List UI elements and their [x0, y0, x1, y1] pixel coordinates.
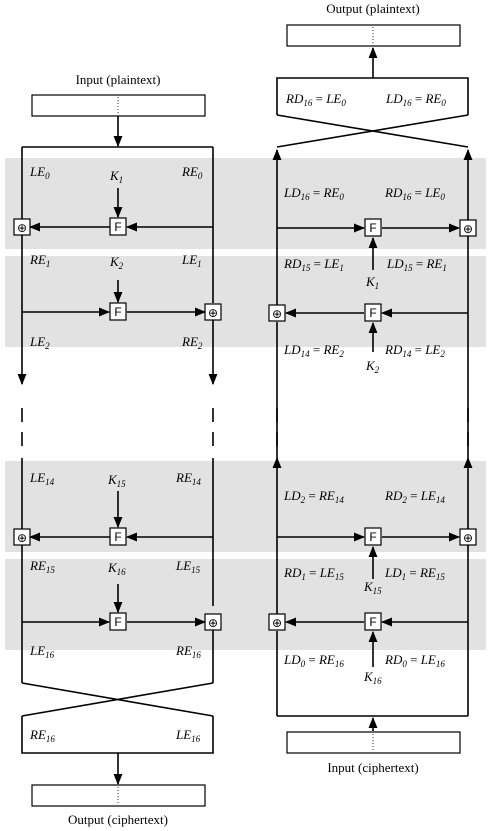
dec-f-box: F [364, 218, 382, 237]
enc-xor-box: ⊕ [13, 218, 31, 236]
dec-equation: LD16 = RE0 [385, 91, 446, 108]
decryption-column: Output (plaintext) Input (ciphertext) [260, 1, 486, 775]
enc-label: LE2 [29, 334, 50, 351]
enc-key-label: K16 [107, 560, 126, 577]
round-1-band [5, 158, 260, 249]
enc-key-label: K1 [109, 168, 123, 185]
dec-equation: LD16 = RE0 [283, 185, 344, 202]
dec-xor-box: ⊕ [268, 613, 286, 631]
dec-input-caption: Input (ciphertext) [327, 760, 418, 775]
svg-text:⊕: ⊕ [17, 221, 27, 235]
svg-text:⊕: ⊕ [272, 307, 282, 321]
dec-equation: LD0 = RE16 [283, 652, 344, 669]
svg-text:⊕: ⊕ [208, 616, 218, 630]
enc-label: LE0 [29, 164, 50, 181]
dec-key-label: K16 [363, 669, 382, 686]
svg-text:F: F [114, 615, 121, 629]
encryption-column: Input (plaintext) [5, 72, 260, 827]
enc-output-caption: Output (ciphertext) [68, 812, 168, 827]
dec-input-block [286, 731, 461, 754]
svg-text:F: F [369, 221, 376, 235]
enc-label: RE16 [29, 727, 55, 744]
dec-key-label: K2 [365, 358, 380, 375]
svg-text:F: F [369, 306, 376, 320]
round-16-band [5, 559, 260, 650]
enc-label: RE14 [175, 470, 201, 487]
dec-output-block [286, 24, 461, 47]
enc-f-box: F [109, 217, 127, 236]
dec-equation: RD14 = LE2 [384, 342, 445, 359]
enc-xor-box: ⊕ [204, 303, 222, 321]
svg-text:⊕: ⊕ [17, 531, 27, 545]
dec-xor-box: ⊕ [459, 528, 477, 546]
dec-output-caption: Output (plaintext) [326, 1, 420, 16]
dec-equation: LD1 = RE15 [384, 565, 445, 582]
dec-xor-box: ⊕ [268, 304, 286, 322]
dec-equation: RD0 = LE16 [384, 652, 445, 669]
svg-text:F: F [369, 530, 376, 544]
dec-equation: LD2 = RE14 [283, 488, 344, 505]
enc-input-caption: Input (plaintext) [76, 72, 161, 87]
enc-label: LE1 [181, 252, 202, 269]
dec-f-box: F [364, 612, 382, 631]
round-2-band [5, 256, 260, 347]
dec-equation: LD15 = RE1 [386, 256, 447, 273]
enc-key-label: K2 [109, 254, 124, 271]
enc-input-block [31, 94, 206, 117]
svg-text:⊕: ⊕ [272, 616, 282, 630]
dec-f-box: F [364, 303, 382, 322]
svg-text:⊕: ⊕ [463, 222, 473, 236]
svg-text:⊕: ⊕ [463, 531, 473, 545]
enc-label: LE14 [29, 470, 55, 487]
dec-key-label: K15 [363, 579, 382, 596]
dec-equation: LD14 = RE2 [283, 342, 344, 359]
enc-output-block [31, 784, 206, 807]
dec-f-box: F [364, 527, 382, 546]
enc-label: LE16 [175, 727, 201, 744]
dec-key-label: K1 [365, 274, 379, 291]
enc-f-box: F [109, 612, 127, 631]
enc-label: LE15 [175, 558, 201, 575]
dec-equation: RD15 = LE1 [283, 256, 344, 273]
svg-text:F: F [369, 615, 376, 629]
svg-text:⊕: ⊕ [208, 306, 218, 320]
dec-equation: RD16 = LE0 [384, 185, 445, 202]
enc-f-box: F [109, 302, 127, 321]
enc-label: RE16 [175, 643, 201, 660]
svg-text:F: F [114, 220, 121, 234]
dec-equation: RD2 = LE14 [384, 488, 445, 505]
enc-label: RE15 [29, 558, 55, 575]
enc-label: RE0 [181, 164, 203, 181]
enc-label: RE1 [29, 252, 50, 269]
enc-xor-box: ⊕ [13, 528, 31, 546]
svg-text:F: F [114, 530, 121, 544]
enc-xor-box: ⊕ [204, 613, 222, 631]
enc-label: RE2 [181, 334, 203, 351]
dec-equation: RD1 = LE15 [283, 565, 344, 582]
enc-f-box: F [109, 527, 127, 546]
svg-text:F: F [114, 305, 121, 319]
dec-xor-box: ⊕ [459, 219, 477, 237]
enc-label: LE16 [29, 643, 55, 660]
dec-equation: RD16 = LE0 [285, 91, 346, 108]
enc-key-label: K15 [107, 472, 126, 489]
